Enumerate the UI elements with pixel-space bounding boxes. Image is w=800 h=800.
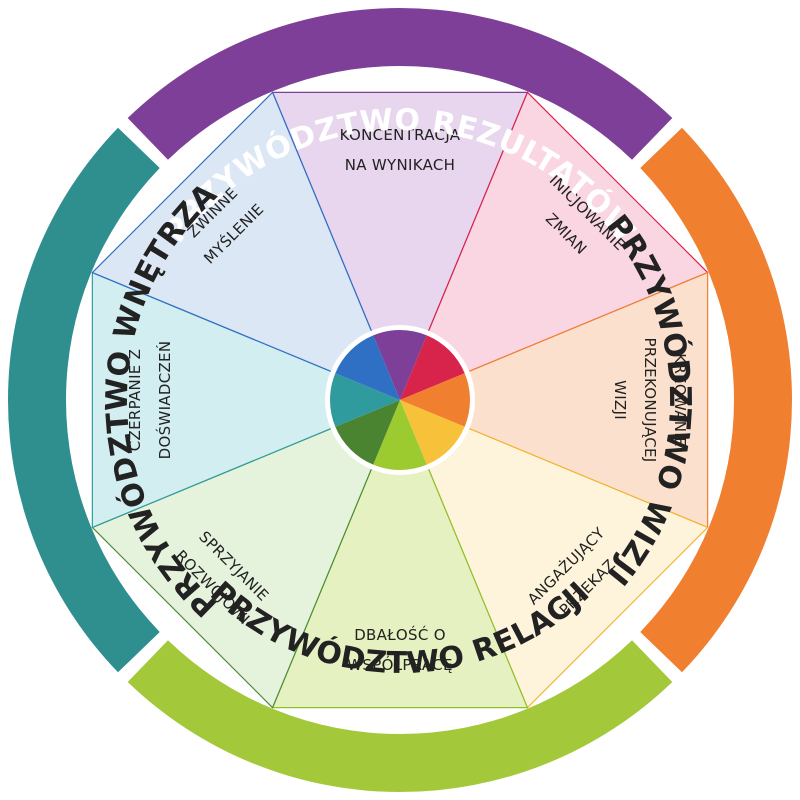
hub-slice-koncentracja bbox=[373, 330, 427, 400]
center-hub bbox=[330, 330, 470, 470]
hub-slice-kreowanie bbox=[400, 373, 470, 427]
segment-label-line: WSPÓŁPRACĘ bbox=[347, 655, 452, 674]
segment-label-koncentracja: KONCENTRACJA NA WYNIKACH bbox=[340, 126, 461, 174]
segment-label-line: KREOWANIE bbox=[671, 353, 689, 447]
segment-label-czerpanie: CZERPANIE Z DOŚWIADCZEŃ bbox=[126, 341, 174, 460]
hub-slice-zwinne bbox=[335, 335, 400, 400]
hub-slice-dbalosc bbox=[373, 400, 427, 470]
segment-label-line: PRZEKONUJĄCEJ bbox=[641, 338, 659, 463]
segment-label-line: DBAŁOŚĆ O bbox=[354, 625, 446, 644]
band-vision bbox=[640, 127, 793, 673]
segment-label-kreowanie: KREOWANIE PRZEKONUJĄCEJ WIZJI bbox=[611, 338, 689, 463]
segment-zwinne bbox=[91, 91, 401, 401]
hub-slice-angazujacy bbox=[400, 400, 465, 465]
segment-label-line: KONCENTRACJA bbox=[340, 126, 461, 144]
hub-slice-czerpanie bbox=[330, 373, 400, 427]
hub-slice-sprzyjanie bbox=[335, 400, 400, 465]
segment-label-line: WIZJI bbox=[611, 380, 629, 420]
hub-slice-inicjowanie bbox=[400, 335, 465, 400]
band-relations bbox=[127, 640, 673, 793]
segment-label-line: DOŚWIADCZEŃ bbox=[155, 341, 174, 460]
segment-label-line: CZERPANIE Z bbox=[126, 349, 144, 451]
band-inner bbox=[7, 127, 160, 673]
competency-segments bbox=[91, 91, 709, 709]
segment-label-dbalosc: DBAŁOŚĆ O WSPÓŁPRACĘ bbox=[347, 625, 452, 674]
band-results bbox=[127, 7, 673, 160]
outer-band-ring bbox=[7, 7, 793, 793]
segment-label-line: NA WYNIKACH bbox=[345, 156, 456, 174]
